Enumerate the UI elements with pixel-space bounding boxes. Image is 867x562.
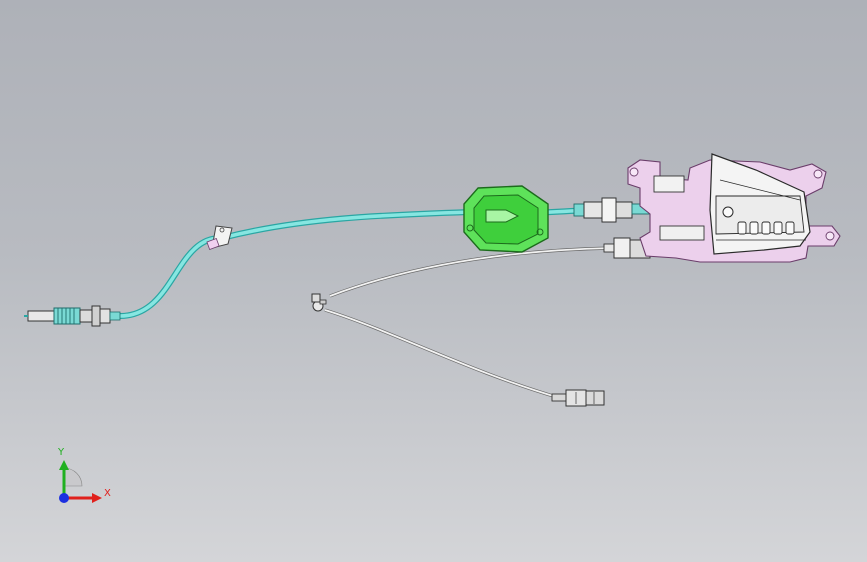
coordinate-triad: Y X [57,447,111,503]
wire-end-connector[interactable] [551,389,605,407]
ring-terminal[interactable] [311,293,327,312]
x-axis-label: X [104,488,111,499]
y-axis-label: Y [57,447,65,458]
cable-housing[interactable] [463,185,549,253]
wire-harness[interactable] [311,246,613,407]
cable-end-fitting[interactable] [24,305,121,327]
z-axis-dot [59,493,69,503]
wire-upper [329,247,613,297]
indicator-slots [737,221,795,235]
triad-plane-indicator [63,467,83,487]
wire-lower [324,309,561,399]
cable-clip-bracket[interactable] [206,225,233,250]
actuator-cover[interactable] [709,153,811,255]
